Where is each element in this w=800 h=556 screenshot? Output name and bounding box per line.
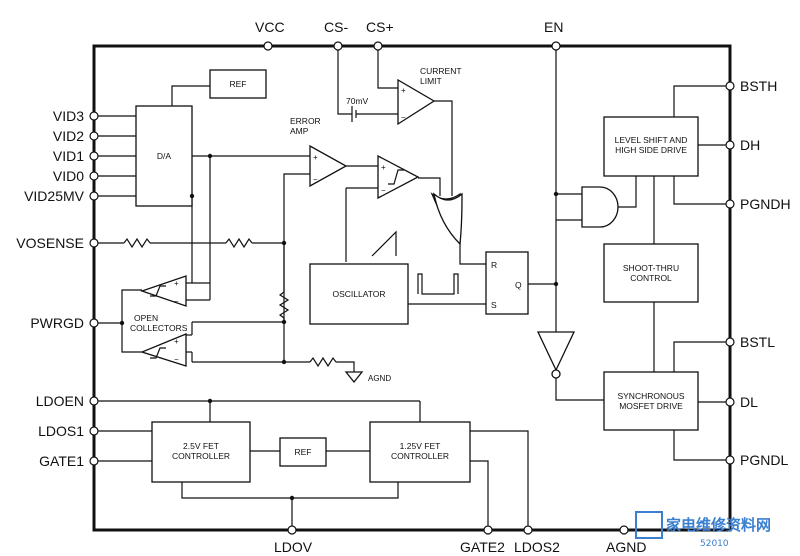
pin-bstl: BSTL xyxy=(740,334,775,350)
pin-vid2: VID2 xyxy=(53,128,84,144)
sync-drive-label-2: MOSFET DRIVE xyxy=(619,401,683,411)
and-gate xyxy=(581,186,619,228)
polarity-signs: + − + − + − + − + − xyxy=(174,86,406,364)
current-limit-label-2: LIMIT xyxy=(420,76,442,86)
pin-bsth: BSTH xyxy=(740,78,777,94)
pwrgd-comparator-low xyxy=(140,333,187,367)
pin-vid25mv: VID25MV xyxy=(24,188,85,204)
pin-vosense: VOSENSE xyxy=(16,235,84,251)
fet-125-label-2: CONTROLLER xyxy=(391,451,449,461)
pin-vid0: VID0 xyxy=(53,168,84,184)
chip-outline xyxy=(92,44,732,532)
pin-vcc: VCC xyxy=(255,19,285,35)
sync-drive-block xyxy=(603,371,699,431)
sr-latch-block xyxy=(485,251,529,315)
ref-bottom-label: REF xyxy=(295,447,312,457)
pin-markers xyxy=(89,41,735,535)
inverter xyxy=(536,331,576,372)
agnd-internal-label: AGND xyxy=(368,374,391,383)
pin-ldos1: LDOS1 xyxy=(38,423,84,439)
sr-q-label: Q xyxy=(515,280,522,290)
fet-25-label-1: 2.5V FET xyxy=(183,441,219,451)
watermark-url: 52010 xyxy=(700,539,729,549)
fet-125-block xyxy=(369,421,471,483)
pin-ldov: LDOV xyxy=(274,539,313,555)
fet-25-block xyxy=(151,421,251,483)
pin-en: EN xyxy=(544,19,563,35)
svg-text:−: − xyxy=(381,186,386,195)
junction-dots xyxy=(119,153,559,501)
level-shift-label-2: HIGH SIDE DRIVE xyxy=(615,145,687,155)
shoot-thru-label-2: CONTROL xyxy=(630,273,672,283)
watermark-logo-icon xyxy=(635,511,663,539)
pin-cs-plus: CS+ xyxy=(366,19,394,35)
pin-pwrgd: PWRGD xyxy=(30,315,84,331)
fet-25-label-2: CONTROLLER xyxy=(172,451,230,461)
pin-gate1: GATE1 xyxy=(39,453,84,469)
current-limit-label-1: CURRENT xyxy=(420,66,462,76)
pin-agnd: AGND xyxy=(606,539,646,555)
pin-dh: DH xyxy=(740,137,760,153)
error-amp xyxy=(309,144,348,188)
svg-text:−: − xyxy=(174,355,179,364)
pin-vid1: VID1 xyxy=(53,148,84,164)
sr-r-label: R xyxy=(491,260,497,270)
svg-text:+: + xyxy=(174,279,179,288)
svg-text:−: − xyxy=(313,175,318,184)
oscillator-block xyxy=(309,263,409,325)
pin-dl: DL xyxy=(740,394,758,410)
sr-s-label: S xyxy=(491,300,497,310)
pin-vid3: VID3 xyxy=(53,108,84,124)
svg-text:+: + xyxy=(401,86,406,95)
da-label: D/A xyxy=(157,151,172,161)
da-converter-block xyxy=(135,105,193,207)
open-collectors-label-2: COLLECTORS xyxy=(130,323,188,333)
wiring xyxy=(94,46,730,530)
svg-text:−: − xyxy=(401,113,406,122)
fet-125-label-1: 1.25V FET xyxy=(400,441,441,451)
offset-voltage-label: 70mV xyxy=(346,96,369,106)
watermark-logo: 家电维修资料网 xyxy=(666,516,771,534)
pin-pgndh: PGNDH xyxy=(740,196,791,212)
error-amp-label-2: AMP xyxy=(290,126,309,136)
pin-ldos2: LDOS2 xyxy=(514,539,560,555)
watermark: 家电维修资料网 52010 xyxy=(635,511,771,549)
svg-text:+: + xyxy=(313,153,318,162)
pwm-comparator xyxy=(377,154,420,200)
agnd-ground-symbol xyxy=(344,371,364,384)
hysteresis-symbol xyxy=(388,169,404,185)
ref-top-label: REF xyxy=(230,79,247,89)
svg-text:−: − xyxy=(174,297,179,306)
ref-bottom-block xyxy=(279,437,327,467)
svg-text:+: + xyxy=(381,163,386,172)
pin-cs-minus: CS- xyxy=(324,19,348,35)
pin-pgndl: PGNDL xyxy=(740,452,788,468)
level-shift-label-1: LEVEL SHIFT AND xyxy=(615,135,688,145)
pwrgd-comparator-high xyxy=(139,275,187,307)
pin-gate2: GATE2 xyxy=(460,539,505,555)
error-amp-label-1: ERROR xyxy=(290,116,321,126)
ref-top-block xyxy=(209,69,267,99)
open-collectors-label-1: OPEN xyxy=(134,313,158,323)
pulse-waveform xyxy=(417,273,459,295)
svg-text:+: + xyxy=(174,337,179,346)
pin-ldoen: LDOEN xyxy=(36,393,84,409)
sawtooth-waveform xyxy=(371,230,397,257)
current-limit-comparator xyxy=(397,78,436,126)
oscillator-label: OSCILLATOR xyxy=(332,289,385,299)
shoot-thru-label-1: SHOOT-THRU xyxy=(623,263,679,273)
level-shift-block xyxy=(603,116,699,177)
sync-drive-label-1: SYNCHRONOUS xyxy=(617,391,684,401)
shoot-thru-block xyxy=(603,243,699,303)
